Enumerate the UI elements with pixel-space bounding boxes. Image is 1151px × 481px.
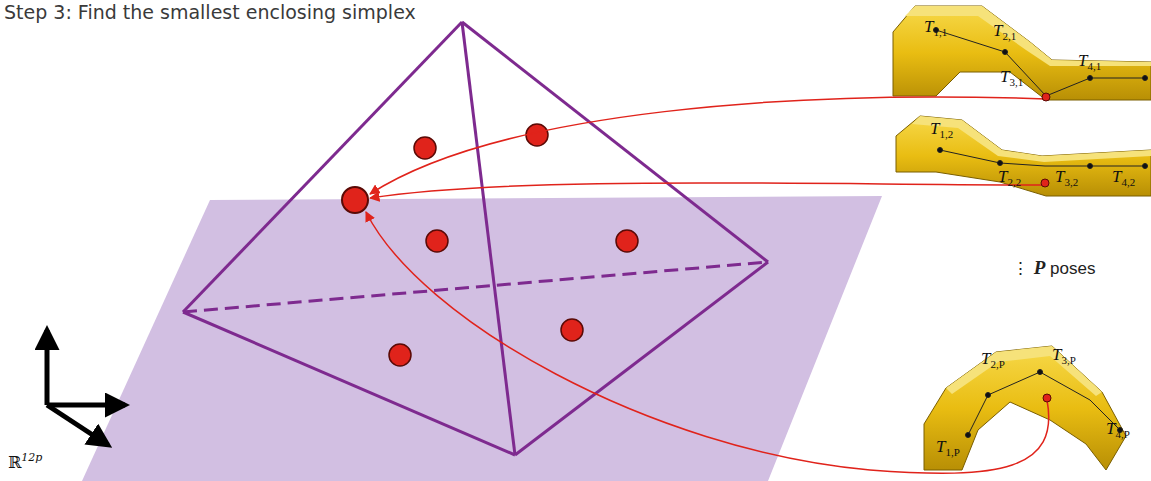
transform-label: T3,P	[1052, 346, 1076, 366]
simplex	[183, 22, 768, 455]
transform-label: T3,2	[1055, 168, 1078, 188]
axes	[47, 330, 125, 445]
transform-label: T1,P	[936, 438, 960, 458]
transform-label: T2,2	[998, 168, 1021, 188]
bone-skeletons	[934, 28, 1148, 438]
poses-note: ⋮ P poses	[1012, 258, 1095, 279]
transform-label: T4,2	[1112, 168, 1135, 188]
deformed-beams	[893, 6, 1151, 470]
vertex-marks	[1041, 93, 1051, 402]
mapping-curves	[366, 97, 1049, 473]
transform-label: T1,2	[930, 120, 953, 140]
transform-label: T2,P	[981, 350, 1005, 370]
step-title: Step 3: Find the smallest enclosing simp…	[4, 2, 416, 23]
transform-label: T1,1	[924, 18, 947, 38]
hyperplane	[82, 196, 882, 481]
transform-label: T4,1	[1078, 52, 1101, 72]
transform-label: T2,1	[993, 22, 1016, 42]
space-label: ℝ12p	[8, 452, 42, 472]
transform-label: T3,1	[1000, 68, 1023, 88]
transform-label: T4,P	[1106, 420, 1130, 440]
